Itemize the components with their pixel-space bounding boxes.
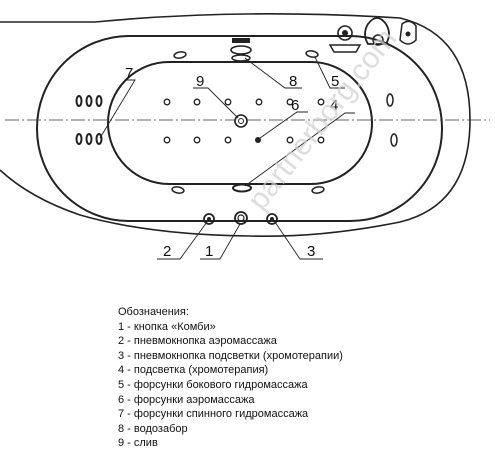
callout-8: 8: [289, 73, 297, 90]
callout-3: 3: [307, 243, 315, 260]
side-hydromassage-nozzles: [171, 50, 398, 194]
button-chromotherapy: [266, 213, 278, 225]
callout-2: 2: [163, 243, 171, 260]
legend-title: Обозначения:: [118, 306, 189, 318]
button-combi: [234, 211, 248, 225]
faucet-fittings: [328, 17, 417, 53]
aeromassage-nozzle-dark: [255, 137, 261, 143]
callout-1: 1: [205, 243, 213, 260]
callout-9: 9: [196, 73, 204, 90]
leader-lines: [99, 56, 355, 260]
callout-5: 5: [331, 73, 339, 90]
button-aeromassage: [203, 213, 215, 225]
legend-item: 1 - кнопка «Комби»: [118, 320, 216, 333]
aeromassage-nozzles: [163, 98, 325, 144]
legend-item: 2 - пневмокнопка аэромассажа: [118, 335, 277, 348]
legend-item: 8 - водозабор: [118, 422, 188, 435]
callout-6: 6: [291, 97, 299, 114]
bathtub-diagram: 7 9 8 5 6 4 2 1 3 partnerborg.com: [0, 13, 490, 260]
legend-item: 4 - подсветка (хромотерапия): [118, 364, 269, 377]
legend-item: 9 - слив: [118, 437, 158, 450]
legend-item: 5 - форсунки бокового гидромассажа: [118, 378, 308, 391]
legend: Обозначения: 1 - кнопка «Комби» 2 - пнев…: [118, 305, 343, 451]
chromotherapy-light: [232, 183, 252, 193]
water-intake: [230, 38, 252, 62]
back-hydromassage-nozzles: [75, 95, 103, 145]
callout-7: 7: [125, 65, 133, 82]
legend-item: 7 - форсунки спинного гидромассажа: [118, 408, 309, 421]
legend-item: 6 - форсунки аэромассажа: [118, 393, 255, 406]
tub-outer-rim: [0, 13, 471, 238]
callout-4: 4: [330, 97, 338, 114]
legend-item: 3 - пневмокнопка подсветки (хромотерапии…: [118, 349, 343, 362]
